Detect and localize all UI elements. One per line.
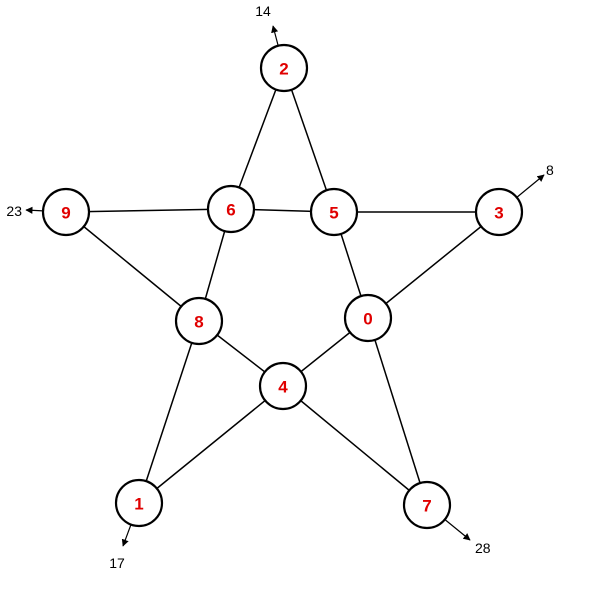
edge-3-0 (367, 211, 500, 319)
node-circle (114, 478, 164, 528)
edge-2-6 (230, 67, 285, 210)
node-label: 9 (61, 204, 70, 223)
node-label: 3 (494, 204, 503, 223)
node-circle (41, 187, 91, 237)
node-7: 7 (402, 480, 452, 530)
node-label: 2 (279, 60, 288, 79)
node-circle (309, 187, 359, 237)
node-circle (206, 184, 256, 234)
node-label: 1 (134, 495, 143, 514)
edge-2-5 (283, 67, 335, 213)
node-label: 4 (278, 378, 288, 397)
edge-4-7 (282, 385, 428, 506)
nodes: 2 9 6 5 3 8 0 4 1 7 (41, 43, 524, 530)
node-9: 9 (41, 187, 91, 237)
node-label: 8 (194, 313, 203, 332)
node-6: 6 (206, 184, 256, 234)
external-arrow-2 (271, 25, 279, 46)
node-4: 4 (258, 361, 308, 411)
external-label-2: 14 (255, 3, 271, 19)
node-label: 5 (329, 204, 338, 223)
edge-8-1 (138, 320, 200, 504)
node-circle (474, 187, 524, 237)
node-0: 0 (343, 293, 393, 343)
external-label-1: 17 (109, 555, 125, 571)
external-label-7: 28 (475, 540, 491, 556)
external-arrow-7 (444, 519, 471, 541)
node-circle (174, 296, 224, 346)
edge-0-7 (367, 317, 428, 506)
node-2: 2 (259, 43, 309, 93)
external-arrow-9 (25, 206, 44, 214)
external-label-9: 23 (6, 203, 22, 219)
node-circle (259, 43, 309, 93)
node-label: 6 (226, 201, 235, 220)
node-8: 8 (174, 296, 224, 346)
node-circle (343, 293, 393, 343)
node-1: 1 (114, 478, 164, 528)
node-circle (258, 361, 308, 411)
node-5: 5 (309, 187, 359, 237)
edges (65, 67, 500, 506)
node-label: 0 (363, 310, 372, 329)
edge-9-6 (65, 208, 232, 213)
node-3: 3 (474, 187, 524, 237)
node-circle (402, 480, 452, 530)
external-label-3: 8 (546, 162, 554, 178)
node-label: 7 (422, 497, 431, 516)
external-arrow-1 (121, 524, 132, 547)
edge-4-1 (138, 385, 284, 504)
edge-9-8 (65, 211, 200, 322)
external-arrow-3 (516, 174, 545, 198)
